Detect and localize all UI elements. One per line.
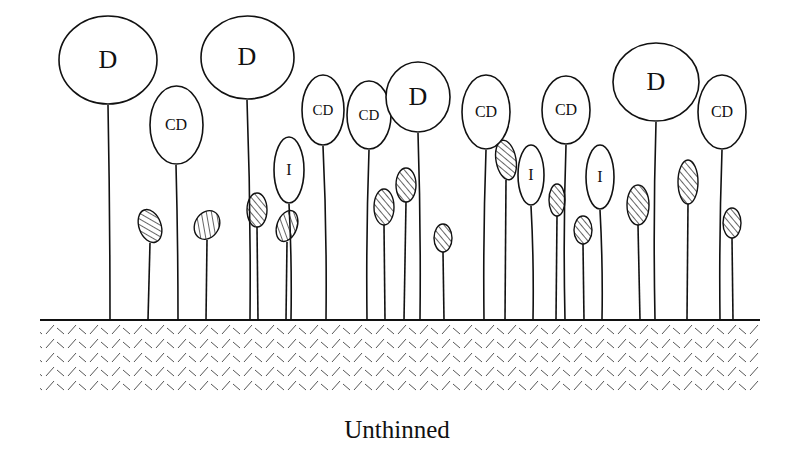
tree-crown: CD (149, 85, 204, 165)
tree-stem (732, 238, 733, 320)
crown-class-label: I (528, 167, 533, 183)
tree-stem (531, 206, 533, 320)
tree-crown: D (612, 42, 700, 122)
tree-stem (206, 240, 207, 320)
crown-class-label: I (597, 169, 602, 185)
tree-stem (323, 146, 326, 320)
tree-crown: D (385, 61, 451, 133)
suppressed-crowns (134, 139, 741, 252)
tree-stem (257, 227, 258, 320)
tree-stem (443, 252, 444, 320)
tree-stem (687, 204, 688, 320)
tree-crown: CD (697, 74, 747, 150)
crown-class-label: D (409, 84, 428, 110)
crown-class-label: CD (555, 102, 577, 118)
crown-ellipse (59, 16, 157, 104)
crown-class-label: CD (475, 104, 497, 120)
crown-class-label: I (286, 162, 291, 178)
ground (40, 320, 760, 394)
suppressed-crown (678, 160, 698, 204)
tree-crown: I (273, 136, 305, 204)
crown-class-label: D (238, 44, 257, 70)
crown-ellipse (347, 81, 391, 149)
crown-class-label: CD (313, 103, 334, 118)
crown-class-label: CD (359, 108, 380, 123)
suppressed-crown (374, 189, 394, 225)
tree-stem (505, 180, 506, 320)
tree-crown: CD (541, 75, 591, 145)
tree-crown: I (585, 144, 615, 210)
suppressed-crown (434, 224, 452, 252)
tree-stem (108, 105, 110, 320)
crown-class-label: CD (711, 104, 733, 120)
tree-stem (600, 210, 602, 320)
tree-stem (404, 202, 406, 320)
suppressed-crown (396, 168, 416, 202)
tree-crown: CD (346, 80, 392, 150)
crown-ellipse (542, 76, 590, 144)
tree-crown: I (517, 144, 545, 206)
suppressed-crown (723, 208, 741, 238)
suppressed-crown (627, 185, 649, 225)
tree-stem (654, 122, 656, 320)
crown-class-label: D (647, 69, 666, 95)
tree-stem (556, 216, 557, 320)
suppressed-crown (272, 208, 302, 245)
suppressed-crown (247, 193, 267, 227)
tree-stem (176, 165, 178, 320)
tree-stem (720, 150, 722, 320)
crown-ellipse (613, 43, 699, 121)
crown-ellipse (518, 145, 544, 205)
crown-ellipse (150, 86, 203, 164)
crown-class-label: CD (165, 117, 187, 133)
tree-stem (418, 133, 420, 320)
tree-stem (286, 242, 287, 320)
suppressed-crown (189, 206, 225, 244)
crown-ellipse (302, 75, 344, 145)
tree-stem (564, 145, 566, 320)
soil-hatch (40, 322, 760, 394)
tree-stem (583, 244, 584, 320)
tree-crown: D (58, 15, 158, 105)
suppressed-crown (134, 206, 166, 245)
figure-caption: Unthinned (0, 416, 794, 444)
tree-stem (384, 225, 385, 320)
crown-ellipse (274, 137, 304, 203)
tree-stem (367, 150, 369, 320)
tree-stem (484, 150, 486, 320)
crown-ellipse (201, 16, 294, 99)
tree-crown: CD (301, 74, 345, 146)
crown-ellipse (586, 145, 614, 209)
tree-stem (148, 243, 150, 320)
crown-ellipse (462, 75, 510, 149)
suppressed-crown (574, 216, 592, 244)
tree-crown: D (200, 15, 295, 100)
tree-stem (638, 225, 640, 320)
crown-class-label: D (99, 47, 118, 73)
tree-crown: CD (461, 74, 511, 150)
crown-ellipse (386, 62, 450, 132)
crown-ellipse (698, 75, 746, 149)
suppressed-crown (549, 184, 565, 216)
